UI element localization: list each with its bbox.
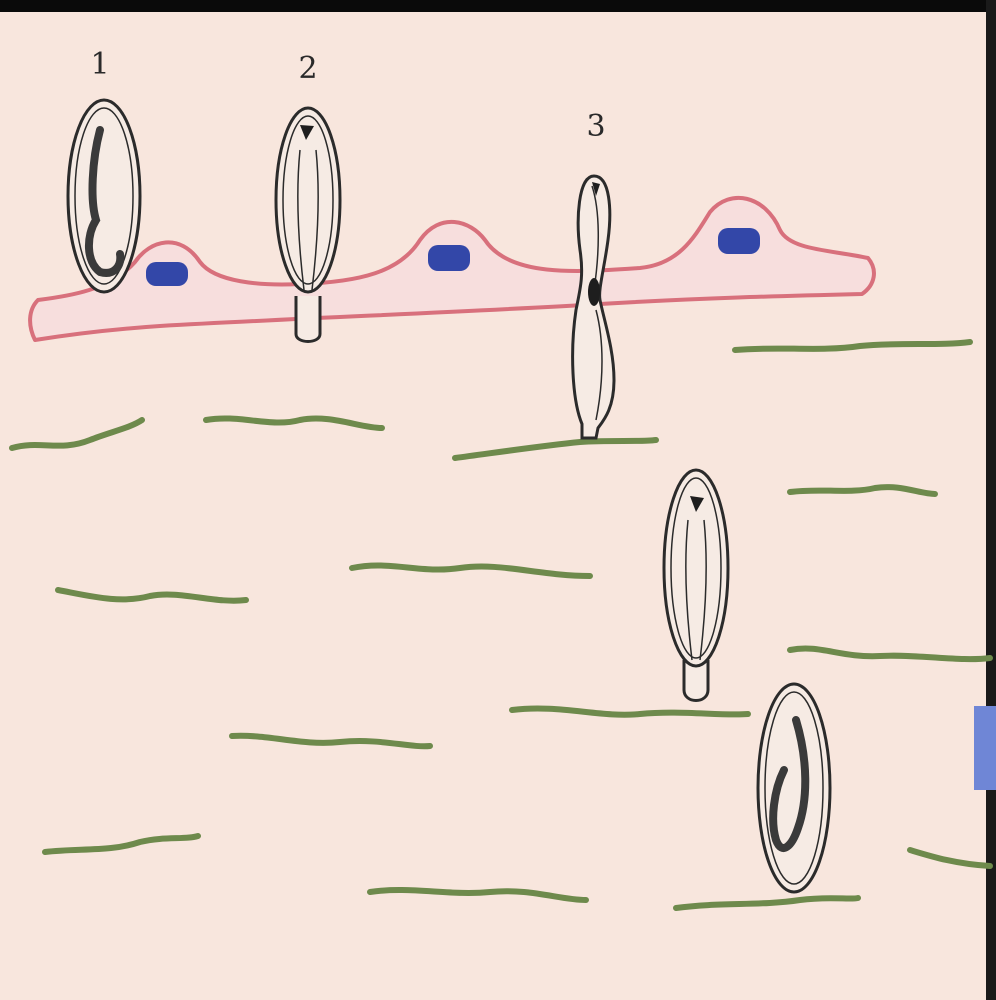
nucleus bbox=[146, 262, 188, 286]
nucleus bbox=[428, 245, 470, 271]
stage-label-3: 3 bbox=[586, 109, 605, 144]
spore-stage-5 bbox=[758, 684, 830, 892]
nucleus bbox=[718, 228, 760, 254]
top-dark-band bbox=[0, 0, 996, 12]
stage-label-2: 2 bbox=[298, 51, 317, 86]
spore-stage-1 bbox=[68, 100, 140, 292]
right-dark-edge bbox=[986, 0, 996, 1000]
blue-tab bbox=[974, 706, 996, 790]
stage-label-1: 1 bbox=[90, 47, 109, 82]
paper-background bbox=[0, 10, 996, 1000]
